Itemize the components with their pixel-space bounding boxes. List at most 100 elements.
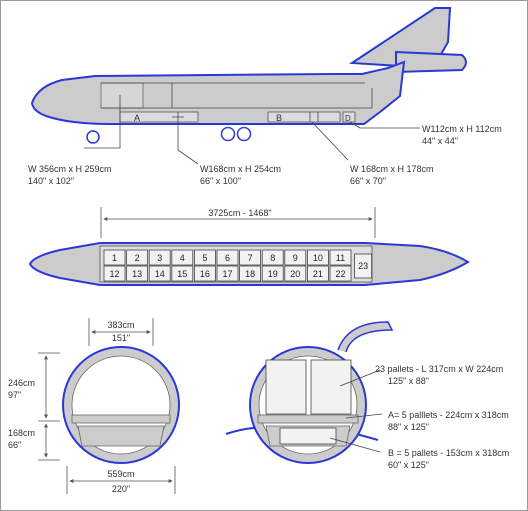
- leader-pallets-b: [329, 437, 381, 453]
- pallet-lower-19: [261, 265, 284, 282]
- pallet-lower-16: [193, 265, 216, 282]
- side-view: A B D W 356cm x H 259cm 140" x 102" W168…: [28, 7, 502, 186]
- pallet-number-4: 4: [180, 253, 185, 263]
- pallet-number-9: 9: [293, 253, 298, 263]
- leader-pallets-a: [345, 413, 383, 419]
- hold-d-label: D: [345, 114, 351, 123]
- pallet-number-3: 3: [157, 253, 162, 263]
- pallet-23: [354, 253, 373, 279]
- pallet-upper-7: [239, 249, 262, 266]
- leader-lower-aft: [311, 121, 349, 161]
- pallet-number-5: 5: [202, 253, 207, 263]
- pallet-upper-11: [329, 249, 352, 266]
- pallet-lower-12: [103, 265, 126, 282]
- main-deck-floor: [71, 414, 171, 424]
- pallet-number-10: 10: [313, 253, 323, 263]
- height-main-imperial: 97": [8, 390, 21, 400]
- door-lower-aft-metric: W 168cm x H 178cm: [350, 164, 434, 174]
- pallet-number-17: 17: [222, 269, 232, 279]
- width-bottom-metric: 559cm: [107, 469, 134, 479]
- pallet-upper-6: [216, 249, 239, 266]
- pallet-lower-13: [126, 265, 148, 282]
- pallet-number-2: 2: [135, 253, 140, 263]
- pallets-main-line2: 125" x 88": [388, 376, 429, 386]
- open-cargo-door: [337, 321, 394, 353]
- main-deck-floor-right: [257, 414, 359, 424]
- pallet-upper-3: [148, 249, 171, 266]
- hold-a-label: A: [134, 113, 140, 123]
- door-bulk-metric: W112cm x H 112cm: [422, 124, 502, 134]
- pallet-upper-10: [306, 249, 329, 266]
- pallet-number-8: 8: [270, 253, 275, 263]
- pallet-lower-17: [216, 265, 239, 282]
- pallet-number-1: 1: [112, 253, 117, 263]
- door-bulk-imperial: 44" x 44": [422, 136, 458, 146]
- pallet-left: [265, 359, 307, 415]
- pallet-number-19: 19: [268, 269, 278, 279]
- door-lower-fwd-imperial: 66" x 100": [200, 176, 241, 186]
- pallet-number-13: 13: [132, 269, 142, 279]
- main-wheel-1: [220, 126, 236, 142]
- pallets-b-line2: 60" x 125": [388, 460, 429, 470]
- pallet-number-21: 21: [313, 269, 323, 279]
- width-bottom-imperial: 220": [112, 484, 130, 494]
- height-lower-metric: 168cm: [8, 428, 35, 438]
- pallet-upper-1: [103, 249, 126, 266]
- pallet-number-7: 7: [248, 253, 253, 263]
- hold-d: [342, 111, 356, 123]
- lower-hold-outline: [77, 425, 165, 447]
- pallets-a-line2: 88" x 125": [388, 422, 429, 432]
- tail-engine: [395, 50, 467, 74]
- main-deck-outline: [101, 82, 373, 109]
- width-top-imperial: 151": [112, 333, 130, 343]
- height-lower-imperial: 66": [8, 440, 21, 450]
- pallet-lower-20: [284, 265, 307, 282]
- width-top-ext: [88, 318, 154, 346]
- cross-section-left: [62, 346, 180, 464]
- pallet-number-23: 23: [358, 261, 368, 271]
- length-label: 3725cm - 1468": [208, 208, 271, 218]
- pallet-number-20: 20: [290, 269, 300, 279]
- hold-a-door-mark: [172, 112, 184, 122]
- leader-bulk: [349, 121, 420, 129]
- door-lower-aft-imperial: 66" x 70": [350, 176, 386, 186]
- pallet-lower-15: [171, 265, 194, 282]
- leader-lower-fwd: [177, 122, 199, 165]
- door-main-imperial: 140" x 102": [28, 176, 74, 186]
- main-deck-door: [100, 82, 144, 109]
- pallet-upper-4: [171, 249, 194, 266]
- cross-section-dimensions: 383cm 151" 246cm 97" 168cm 66" 559cm 220…: [8, 318, 176, 494]
- pallet-number-15: 15: [177, 269, 187, 279]
- pallets-a-line1: A= 5 palllets - 224cm x 318cm: [388, 410, 509, 420]
- width-top-metric: 383cm: [107, 320, 134, 330]
- pallet-number-22: 22: [335, 269, 345, 279]
- pallet-right: [310, 359, 352, 415]
- height-main-metric: 246cm: [8, 378, 35, 388]
- pallets-main-line1: 23 pallets - L 317cm x W 224cm: [375, 364, 503, 374]
- pallet-upper-5: [193, 249, 216, 266]
- main-wheel-2: [236, 126, 252, 142]
- leader-main-pallets: [339, 369, 381, 387]
- cross-section-right: 23 pallets - L 317cm x W 224cm 125" x 88…: [225, 321, 509, 470]
- pallet-number-6: 6: [225, 253, 230, 263]
- pallet-number-16: 16: [200, 269, 210, 279]
- hold-b-label: B: [276, 113, 282, 123]
- side-fuselage: [30, 60, 406, 125]
- pallet-number-12: 12: [109, 269, 119, 279]
- pallet-upper-8: [261, 249, 284, 266]
- leader-main-door: [84, 95, 121, 149]
- lower-container: [279, 427, 337, 445]
- pallet-upper-2: [126, 249, 148, 266]
- hold-b-door-mark: [309, 112, 319, 122]
- pallet-lower-14: [148, 265, 171, 282]
- pallet-lower-18: [239, 265, 262, 282]
- pallet-upper-9: [284, 249, 307, 266]
- pallet-number-11: 11: [336, 253, 345, 263]
- hold-a: [119, 111, 199, 123]
- pallet-number-14: 14: [155, 269, 165, 279]
- pallets-b-line1: B = 5 pallets - 153cm x 318cm: [388, 448, 509, 458]
- door-main-metric: W 356cm x H 259cm: [28, 164, 112, 174]
- width-bottom-ext: [66, 466, 176, 494]
